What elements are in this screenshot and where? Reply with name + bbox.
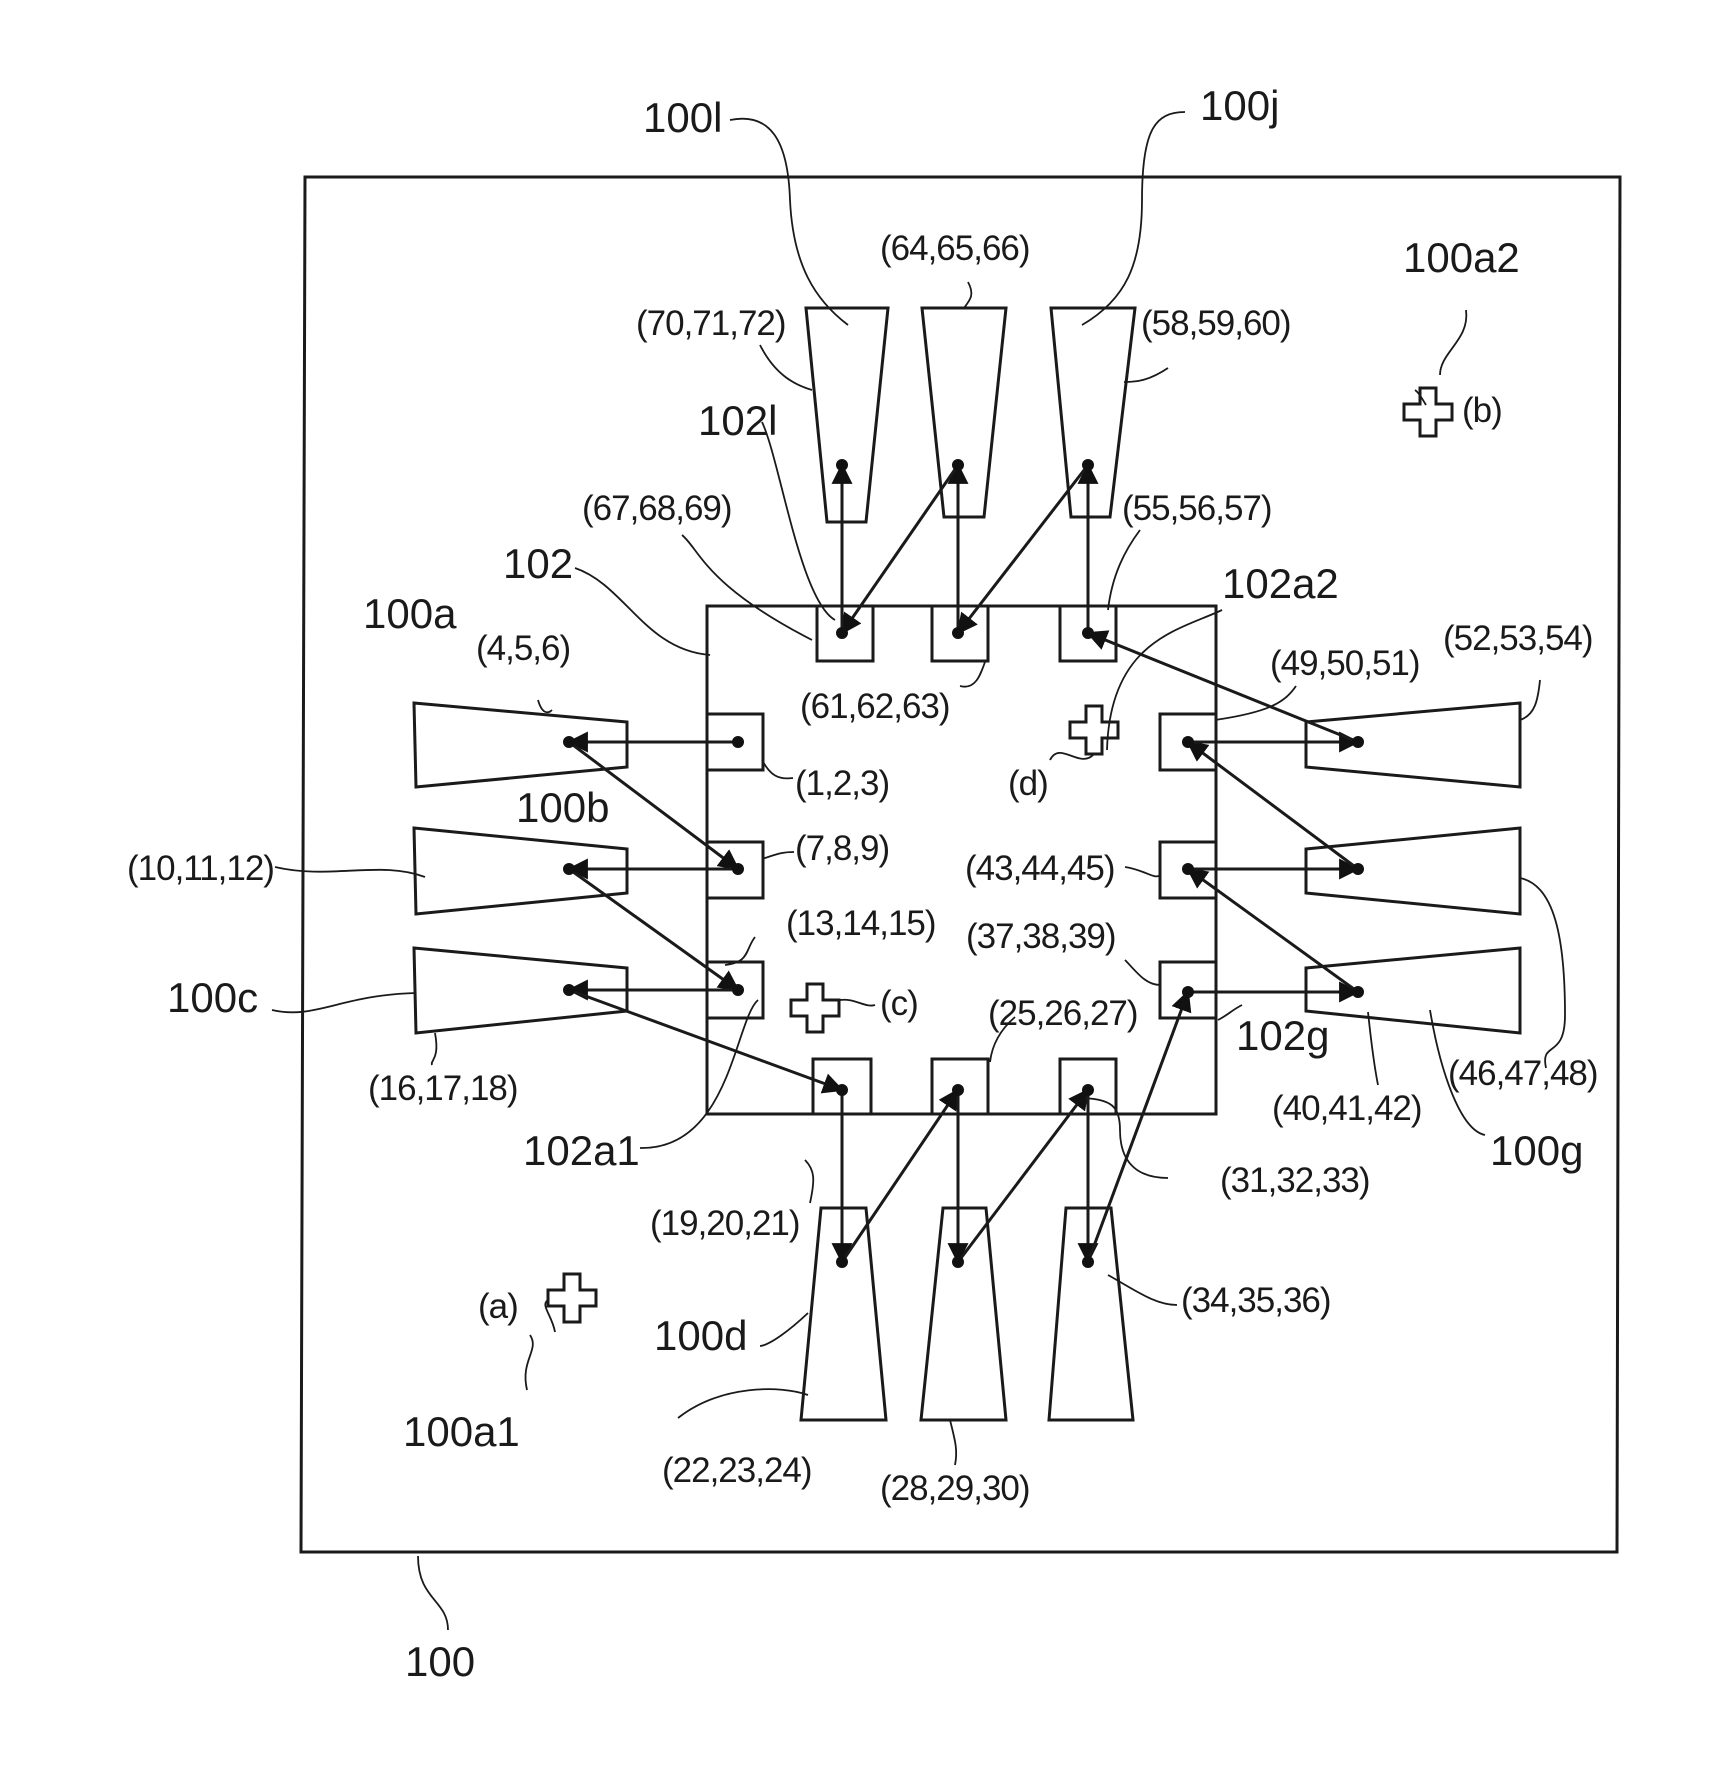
pad-52-53-54 <box>1306 703 1520 787</box>
label-46-47-48: (46,47,48) <box>1448 1054 1598 1093</box>
pad-64-65-66 <box>922 308 1006 517</box>
label-102g: 102g <box>1236 1012 1329 1059</box>
label-40-41-42: (40,41,42) <box>1272 1089 1422 1128</box>
label-mark-b: (b) <box>1462 391 1502 430</box>
label-28-29-30: (28,29,30) <box>880 1469 1030 1508</box>
label-31-32-33: (31,32,33) <box>1220 1161 1370 1200</box>
label-64-65-66: (64,65,66) <box>880 229 1030 268</box>
pad-10-11-12 <box>414 828 627 914</box>
label-mark-a: (a) <box>478 1287 518 1326</box>
label-67-68-69: (67,68,69) <box>582 489 732 528</box>
label-mark-d: (d) <box>1008 764 1048 803</box>
label-100g: 100g <box>1490 1127 1583 1174</box>
label-100a2: 100a2 <box>1403 234 1520 281</box>
label-100a: 100a <box>363 590 457 637</box>
label-102: 102 <box>503 540 573 587</box>
label-1-2-3: (1,2,3) <box>795 764 889 803</box>
label-22-23-24: (22,23,24) <box>662 1451 812 1490</box>
label-61-62-63: (61,62,63) <box>800 687 950 726</box>
label-100c: 100c <box>167 974 258 1021</box>
label-102a2: 102a2 <box>1222 560 1339 607</box>
pad-70-71-72 <box>806 308 888 522</box>
label-100a1: 100a1 <box>403 1408 520 1455</box>
alignment-mark-b <box>1404 388 1452 436</box>
label-52-53-54: (52,53,54) <box>1443 619 1593 658</box>
label-102l: 102l <box>698 397 777 444</box>
label-16-17-18: (16,17,18) <box>368 1069 518 1108</box>
pad-46-47-48 <box>1306 828 1520 914</box>
label-34-35-36: (34,35,36) <box>1181 1281 1331 1320</box>
label-100: 100 <box>405 1638 475 1685</box>
label-58-59-60: (58,59,60) <box>1141 304 1291 343</box>
label-49-50-51: (49,50,51) <box>1270 644 1420 683</box>
label-55-56-57: (55,56,57) <box>1122 489 1272 528</box>
label-4-5-6: (4,5,6) <box>476 629 570 668</box>
label-102a1: 102a1 <box>523 1127 640 1174</box>
label-13-14-15: (13,14,15) <box>786 904 936 943</box>
label-100l: 100l <box>643 94 722 141</box>
label-37-38-39: (37,38,39) <box>966 917 1116 956</box>
pad-28-29-30 <box>921 1208 1006 1420</box>
chip-102 <box>707 606 1216 1114</box>
label-mark-c: (c) <box>880 984 918 1023</box>
label-25-26-27: (25,26,27) <box>988 994 1138 1033</box>
pad-58-59-60 <box>1051 308 1135 517</box>
label-43-44-45: (43,44,45) <box>965 849 1115 888</box>
label-10-11-12: (10,11,12) <box>127 849 274 888</box>
label-7-8-9: (7,8,9) <box>795 829 889 868</box>
alignment-mark-a <box>548 1274 596 1322</box>
alignment-mark-c <box>791 984 839 1032</box>
label-100j: 100j <box>1200 82 1279 129</box>
pad-34-35-36 <box>1049 1208 1133 1420</box>
label-70-71-72: (70,71,72) <box>636 304 786 343</box>
label-100d: 100d <box>654 1312 747 1359</box>
label-100b: 100b <box>516 784 609 831</box>
pad-4-5-6 <box>414 703 627 787</box>
label-19-20-21: (19,20,21) <box>650 1204 800 1243</box>
